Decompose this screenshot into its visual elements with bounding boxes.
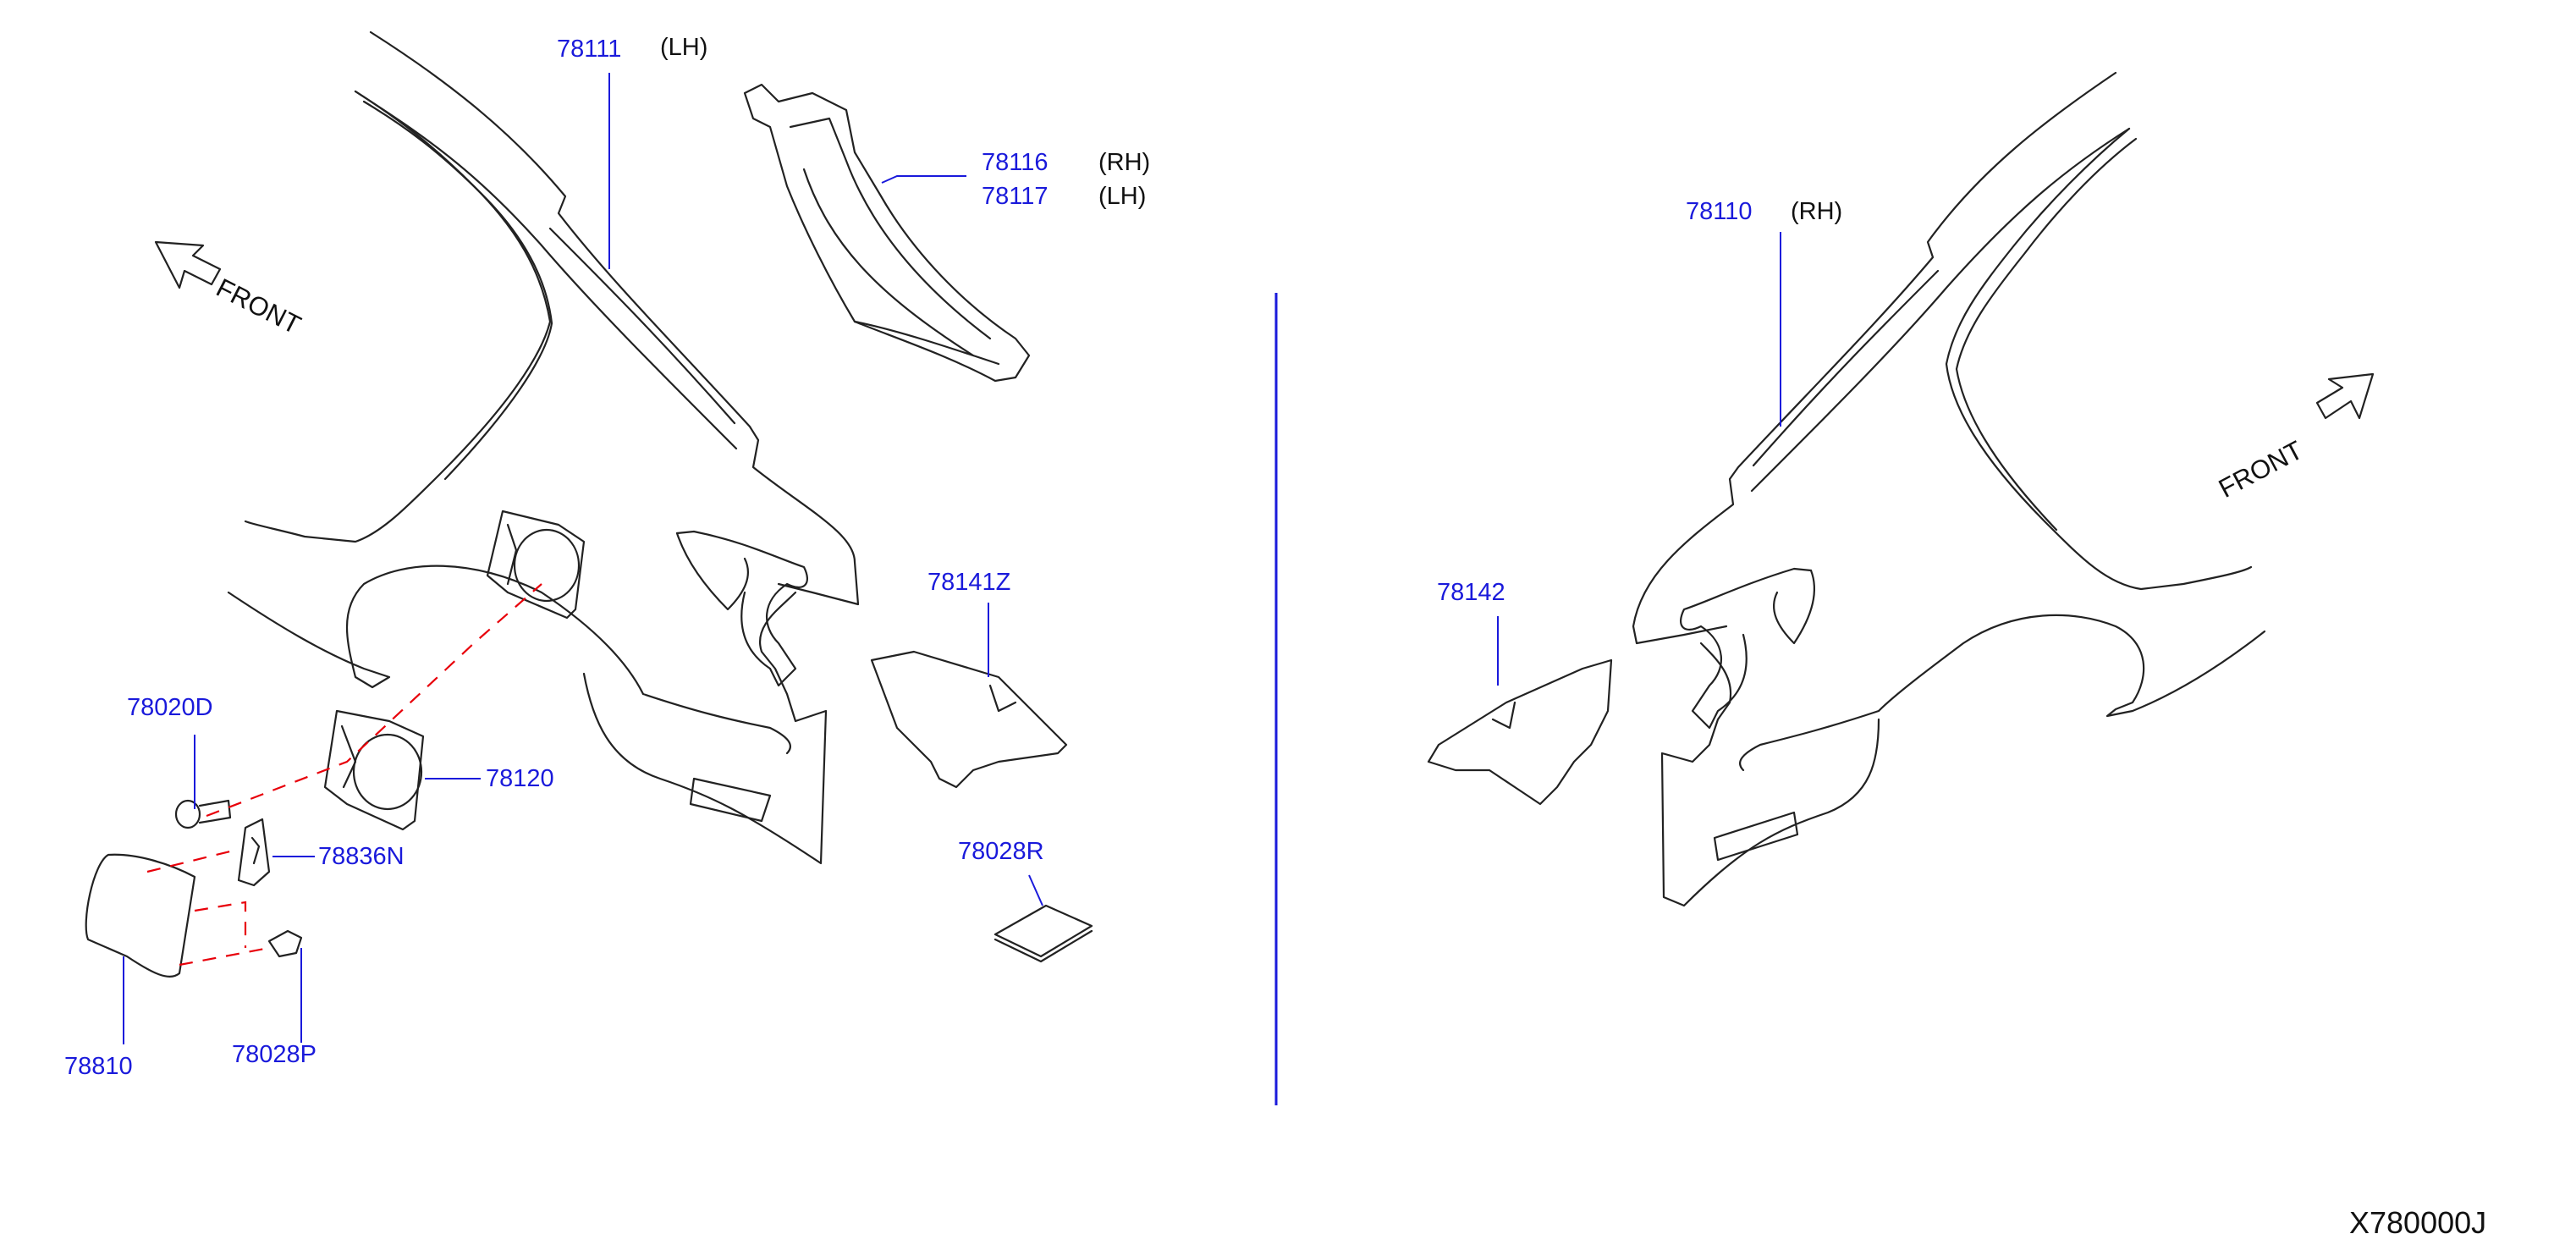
callout-78117-side: (LH) (1098, 183, 1147, 210)
bracket-78836N (237, 818, 271, 887)
extension-78142 (1427, 658, 1613, 806)
front-arrow-right (2315, 372, 2375, 420)
filler-pocket-upper (486, 510, 586, 620)
callout-78111[interactable]: 78111 (557, 36, 622, 63)
callout-78116-side: (RH) (1098, 149, 1151, 176)
extension-78141Z (870, 650, 1068, 789)
callout-78836N[interactable]: 78836N (318, 843, 405, 870)
front-arrow-left (154, 240, 222, 289)
screw-78020D (174, 799, 232, 829)
inner-pillar-panel (743, 83, 1031, 383)
callout-78028P[interactable]: 78028P (232, 1041, 316, 1068)
callout-78116[interactable]: 78116 (982, 149, 1049, 176)
rear-fender-rh (1632, 71, 2266, 907)
callout-78111-side: (LH) (660, 34, 708, 61)
filler-base-78120 (323, 709, 425, 831)
callout-78142[interactable]: 78142 (1437, 579, 1505, 606)
callout-78141Z[interactable]: 78141Z (927, 569, 1011, 596)
diagram-code: X780000J (2349, 1205, 2487, 1240)
bumper-78028P (267, 929, 303, 958)
callout-78120[interactable]: 78120 (486, 765, 554, 792)
callout-78020D[interactable]: 78020D (127, 694, 213, 721)
fuel-lid-78810 (85, 853, 196, 978)
callout-78810[interactable]: 78810 (64, 1053, 133, 1080)
callout-78110-side: (RH) (1791, 198, 1843, 225)
callout-78028R[interactable]: 78028R (958, 838, 1044, 865)
pad-78028R (994, 904, 1093, 963)
dashed-links (146, 583, 542, 967)
callout-78117[interactable]: 78117 (982, 183, 1049, 210)
callout-78110[interactable]: 78110 (1686, 198, 1753, 225)
rear-fender-lh (227, 30, 860, 865)
leaders-left (123, 73, 1043, 1044)
leaders-right (1497, 232, 1781, 686)
